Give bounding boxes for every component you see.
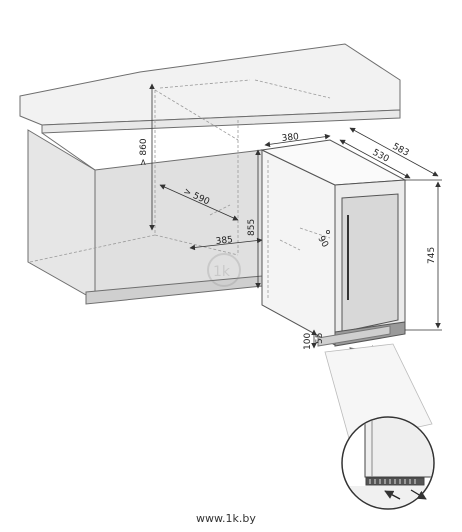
watermark-logo: 1k (207, 253, 241, 287)
countertop-top (19, 43, 401, 126)
label-plinth-height: 100 (303, 333, 313, 350)
detail-circle (341, 416, 435, 510)
dimension-lines (149, 83, 442, 349)
airflow-arrows-detail (384, 489, 427, 500)
dim-line-cabinet-depth (159, 184, 239, 221)
cooler-plinth (317, 325, 391, 347)
countertop-front (41, 109, 401, 134)
dim-line-cabinet-width (189, 237, 263, 251)
label-cabinet-height: > 860 (139, 138, 149, 166)
label-plinth-gap: 55 (315, 333, 325, 344)
cooler-door-glass (341, 193, 399, 333)
dim-line-depth-with-door (349, 127, 439, 177)
label-cabinet-width: 385 (215, 235, 233, 247)
detail-air-out-arrow (410, 489, 427, 500)
projection-lines (324, 343, 433, 443)
svg-text:1k: 1k (213, 264, 231, 280)
label-appliance-width: 380 (281, 132, 299, 144)
cooler-hidden-lines (267, 160, 331, 300)
detail-air-in-arrow (384, 490, 401, 500)
label-appliance-height: 745 (427, 247, 437, 264)
wine-cooler (260, 139, 407, 347)
kitchen-cabinet (19, 43, 401, 305)
label-niche-height: 855 (247, 219, 257, 236)
label-depth-with-door: 583 (391, 142, 411, 159)
degree-symbol (326, 230, 330, 234)
cabinet-front (27, 129, 96, 301)
cabinet-side (94, 149, 263, 301)
watermark-text: www.1k.by (196, 512, 256, 525)
dim-line-appliance-width (264, 133, 331, 148)
hidden-lines (29, 79, 331, 263)
